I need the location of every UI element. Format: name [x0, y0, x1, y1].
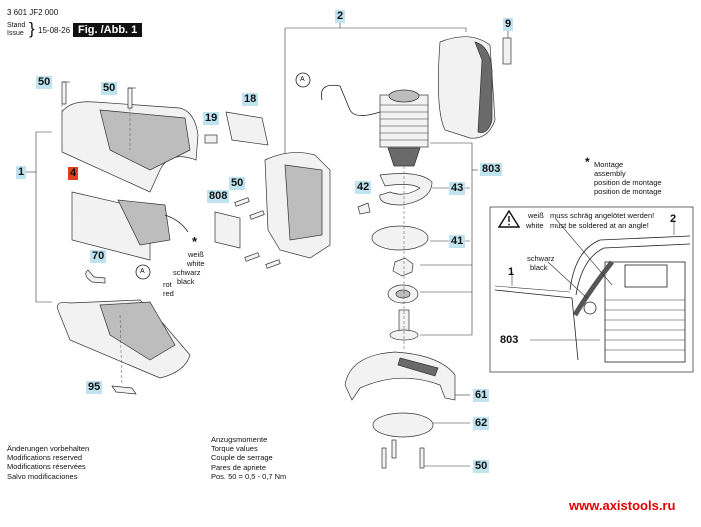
- inset-black-en: black: [530, 263, 548, 272]
- callout-18[interactable]: 18: [242, 93, 259, 106]
- modifications-es: Salvo modificaciones: [7, 471, 78, 481]
- torque-fr: Couple de serrage: [211, 453, 273, 463]
- torque-en: Torque values: [211, 444, 258, 454]
- connector-a-bottom: [135, 264, 151, 280]
- website-link[interactable]: www.axistools.ru: [569, 498, 676, 513]
- warning-triangle-icon: [498, 210, 520, 228]
- callout-42[interactable]: 42: [355, 181, 372, 194]
- callout-1[interactable]: 1: [16, 166, 27, 179]
- torque-value: Pos. 50 = 0,5 - 0,7 Nm: [211, 471, 287, 481]
- issue-date: 15-08-26: [38, 26, 71, 35]
- montage-line: Montage: [594, 160, 624, 169]
- modifications-de: Änderungen vorbehalten: [7, 444, 90, 453]
- bracket-803: [420, 142, 473, 336]
- wire-black-en: black: [177, 277, 195, 286]
- screw-drawing: [127, 87, 133, 109]
- torque-es: Pares de apriete: [211, 462, 267, 472]
- torque-de: Anzugsmomente: [211, 435, 268, 444]
- inset-note-de: muss schräg angelötet werden!: [550, 211, 655, 220]
- callout-50[interactable]: 50: [229, 177, 246, 190]
- callout-43[interactable]: 43: [449, 182, 466, 195]
- screw-drawing: [61, 81, 67, 105]
- modifications-en: Modifications reserved: [7, 453, 83, 463]
- callout-803[interactable]: 803: [480, 163, 503, 176]
- connector-a-label: A: [300, 76, 305, 83]
- modifications-fr: Modifications réservées: [7, 462, 86, 472]
- callout-50[interactable]: 50: [473, 460, 490, 473]
- stand-label: Stand: [7, 22, 26, 29]
- callout-9[interactable]: 9: [503, 18, 514, 31]
- wire-red-de: rot: [163, 280, 172, 289]
- wire-white-en: white: [187, 259, 205, 268]
- modifications-note: Änderungen vorbehalten Modifications res…: [7, 444, 89, 481]
- callout-2[interactable]: 2: [335, 10, 346, 23]
- guard-drawing: [344, 351, 456, 401]
- callout-70[interactable]: 70: [90, 250, 107, 263]
- bracket-2-top: [285, 27, 467, 32]
- wire-white-de: weiß: [188, 250, 204, 259]
- callout-95[interactable]: 95: [86, 381, 103, 394]
- inset-white-en: white: [526, 221, 544, 230]
- asterisk-mark: *: [192, 234, 198, 249]
- part-number: 3 601 JF2 000: [7, 8, 59, 17]
- brace: }: [29, 19, 35, 38]
- connector-a-label: A: [140, 268, 145, 275]
- wire-black-de: schwarz: [173, 268, 201, 277]
- inset-frame: [489, 206, 694, 373]
- connector-a-top: [295, 72, 311, 88]
- montage-line: position de montage: [594, 187, 662, 196]
- montage-line: position de montage: [594, 178, 662, 187]
- inset-black-de: schwarz: [527, 254, 555, 263]
- bracket-1: [35, 131, 52, 303]
- callout-4[interactable]: 4: [68, 167, 79, 180]
- callout-62[interactable]: 62: [473, 417, 490, 430]
- callout-808[interactable]: 808: [207, 190, 230, 203]
- torque-note: Anzugsmomente Torque values Couple de se…: [211, 435, 286, 481]
- callout-50[interactable]: 50: [101, 82, 118, 95]
- issue-label: Issue: [7, 30, 24, 37]
- inset-callout-2: 2: [670, 213, 677, 225]
- inset-callout-1: 1: [508, 266, 515, 278]
- callout-19[interactable]: 19: [203, 112, 220, 125]
- figure-label: Fig. /Abb. 1: [73, 23, 143, 37]
- montage-line: assembly: [594, 169, 626, 178]
- inset-callout-803: 803: [500, 334, 519, 346]
- inset-drawing: [494, 217, 691, 363]
- callout-61[interactable]: 61: [473, 389, 490, 402]
- inset-note-en: must be soldered at an angle!: [550, 221, 649, 230]
- inset-white-de: weiß: [528, 211, 544, 220]
- callout-50[interactable]: 50: [36, 76, 53, 89]
- montage-asterisk: *: [585, 155, 590, 169]
- motor-drawing: [379, 94, 429, 148]
- wire-red-en: red: [163, 289, 174, 298]
- callout-41[interactable]: 41: [449, 235, 466, 248]
